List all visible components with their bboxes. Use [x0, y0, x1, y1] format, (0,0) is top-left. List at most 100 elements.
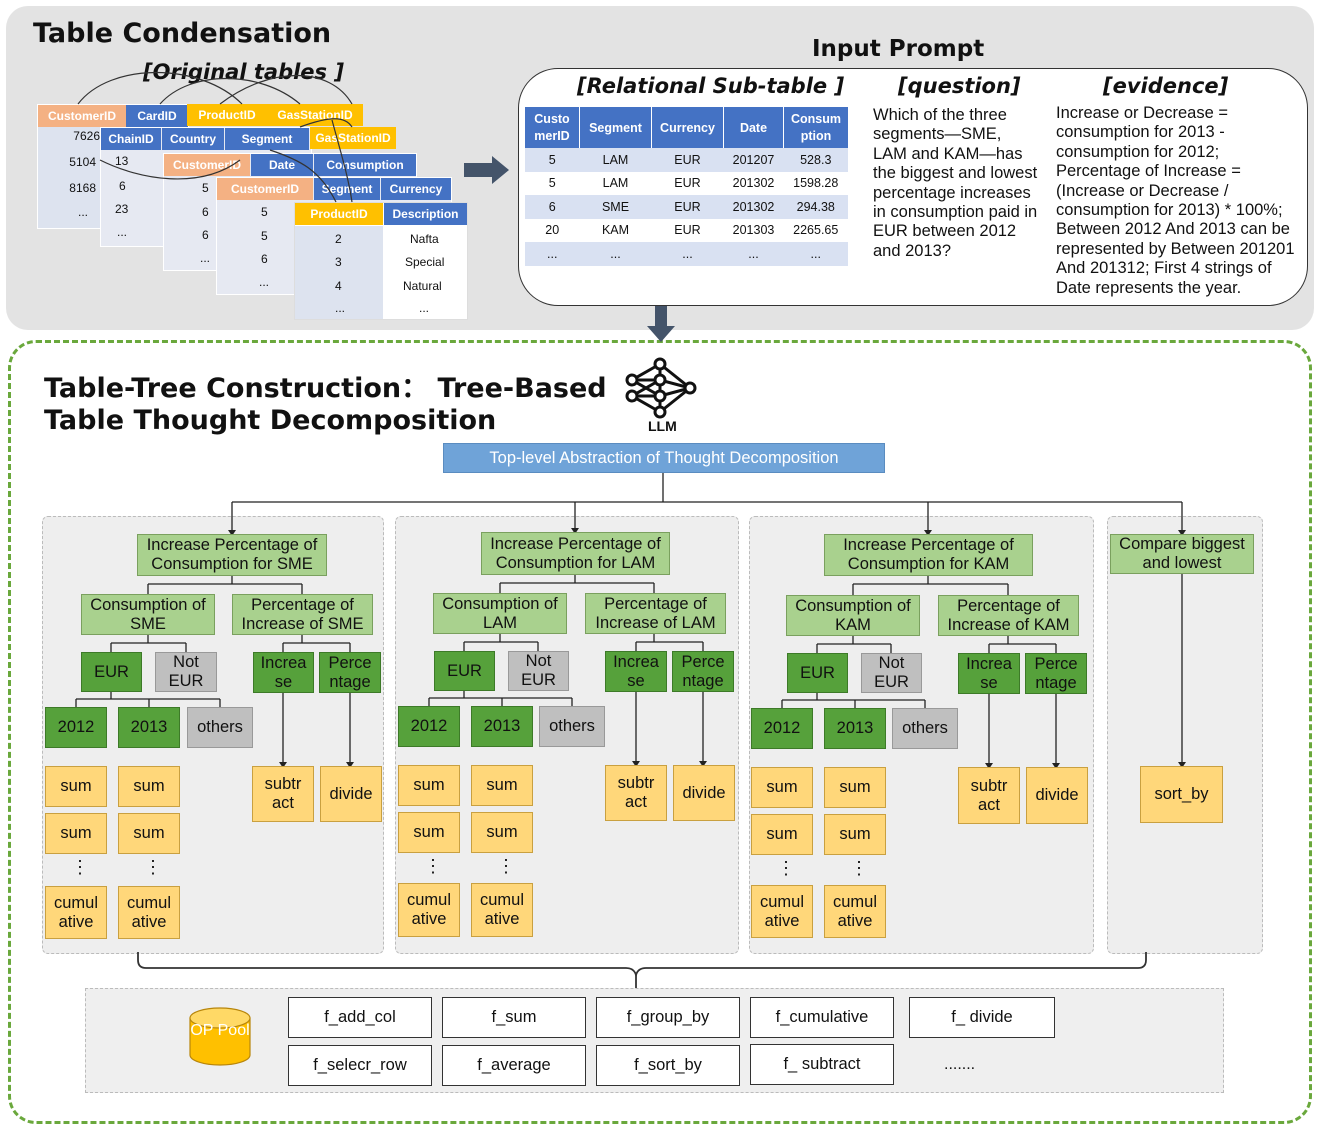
evidence-text: Increase or Decrease = consumption for 2… — [1056, 104, 1295, 297]
vertical-ellipsis: ⋮ — [71, 857, 89, 877]
t5-cell: Nafta — [410, 232, 439, 246]
cell: EUR — [674, 176, 701, 191]
t3-header-date: Date — [251, 154, 313, 176]
t1-header-cardid: CardID — [126, 105, 188, 127]
op-f-subtract: f_ subtract — [750, 1044, 894, 1085]
t4-cell: 5 — [261, 205, 268, 219]
t2-cell: 6 — [119, 179, 126, 193]
t4-header-currency: Currency — [381, 178, 451, 200]
sme-others-node: others — [187, 707, 253, 748]
kam-not-eur-node: Not EUR — [861, 653, 922, 693]
subtable-header: Date — [723, 107, 784, 148]
sme-sum-node: sum — [45, 813, 107, 854]
t4-cell: 6 — [261, 252, 268, 266]
cell: ... — [748, 246, 759, 261]
t5-cell: Natural — [403, 279, 442, 293]
t2-header-country: Country — [162, 128, 224, 150]
lam-consumption-node: Consumption of LAM — [433, 593, 567, 634]
op-f-group-by: f_group_by — [596, 997, 740, 1038]
sort-by-node: sort_by — [1140, 766, 1223, 823]
cell: 201303 — [732, 223, 775, 238]
lam-sum-node: sum — [471, 765, 533, 806]
sme-percentage-leaf: Perce ntage — [319, 652, 381, 693]
hidden-header-gasstationid-2: GasStationID — [310, 127, 396, 149]
op-f-add-col: f_add_col — [288, 997, 432, 1038]
sme-increase-node: Increa se — [253, 652, 314, 693]
t2-header-chainid: ChainID — [101, 128, 161, 150]
group-compare — [1107, 516, 1263, 954]
t4-cell: ... — [259, 275, 270, 289]
t1-header-customerid: CustomerID — [38, 105, 126, 127]
t3-cell: 6 — [202, 205, 209, 219]
cell: 2265.65 — [793, 223, 839, 238]
kam-others-node: others — [892, 708, 958, 749]
tree-title-line2: Table Thought Decomposition — [44, 405, 497, 436]
sme-consumption-node: Consumption of SME — [81, 594, 215, 635]
sme-cumulative-node: cumul ative — [118, 886, 180, 939]
lam-cumulative-node: cumul ative — [398, 883, 460, 937]
kam-2012-node: 2012 — [751, 708, 813, 749]
kam-head-node: Increase Percentage of Consumption for K… — [824, 534, 1033, 576]
t3-cell: ... — [200, 251, 211, 265]
kam-sum-node: sum — [824, 767, 886, 808]
vertical-ellipsis: ⋮ — [777, 858, 795, 878]
t5-cell: ... — [419, 301, 430, 315]
cell: 5 — [548, 176, 556, 191]
kam-sum-node: sum — [751, 814, 813, 855]
t5-cell: 2 — [335, 232, 342, 246]
sme-sum-node: sum — [118, 813, 180, 854]
t2-cell: 23 — [115, 202, 129, 216]
t1-cell: 7626 — [73, 129, 100, 143]
table-tree-panel — [8, 340, 1312, 1124]
t3-cell: 6 — [202, 228, 209, 242]
cell: 5 — [548, 152, 556, 167]
t1-cell: 5104 — [69, 155, 96, 169]
t5-header-description: Description — [384, 203, 467, 225]
neural-network-icon — [625, 357, 697, 419]
kam-sum-node: sum — [824, 814, 886, 855]
compare-head-node: Compare biggest and lowest — [1110, 534, 1254, 574]
lam-divide-node: divide — [673, 765, 735, 821]
original-table-5: ProductID Description 2 Nafta 3 Special … — [294, 202, 468, 320]
lam-others-node: others — [539, 706, 605, 747]
cell: EUR — [674, 152, 701, 167]
t5-cell: 4 — [335, 279, 342, 293]
subtable-header: Custo merID — [525, 107, 580, 148]
top-abstraction-node: Top-level Abstraction of Thought Decompo… — [443, 443, 885, 473]
lam-sum-node: sum — [398, 812, 460, 853]
t3-header-customerid: CustomerID — [164, 154, 250, 176]
sme-sum-node: sum — [118, 766, 180, 807]
sme-2013-node: 2013 — [118, 707, 180, 748]
input-prompt-title: Input Prompt — [812, 36, 985, 62]
question-text: Which of the three segments—SME, LAM and… — [873, 106, 1038, 260]
kam-cumulative-node: cumul ative — [824, 885, 886, 938]
kam-cumulative-node: cumul ative — [751, 885, 813, 938]
t3-header-consumption: Consumption — [314, 154, 416, 176]
lam-2013-node: 2013 — [471, 706, 533, 747]
sme-percentage-node: Percentage of Increase of SME — [232, 594, 373, 635]
t2-cell: 13 — [115, 154, 129, 168]
subtable-header: Consum ption — [791, 111, 841, 143]
subtable-row: ............... — [525, 242, 848, 266]
kam-divide-node: divide — [1026, 767, 1088, 824]
kam-percentage-leaf: Perce ntage — [1025, 653, 1087, 694]
t5-col-bg — [295, 226, 383, 319]
llm-label: LLM — [648, 418, 677, 434]
op-f-cumulative: f_cumulative — [750, 997, 894, 1038]
lam-2012-node: 2012 — [398, 706, 460, 747]
lam-not-eur-node: Not EUR — [508, 651, 569, 691]
op-f-sort-by: f_sort_by — [596, 1045, 740, 1086]
op-f-sum: f_sum — [442, 997, 586, 1038]
cell: ... — [610, 246, 621, 261]
cell: 294.38 — [796, 199, 835, 214]
sme-cumulative-node: cumul ative — [45, 886, 107, 939]
cell: 201302 — [732, 176, 775, 191]
kam-consumption-node: Consumption of KAM — [786, 595, 920, 636]
vertical-ellipsis: ⋮ — [850, 858, 868, 878]
